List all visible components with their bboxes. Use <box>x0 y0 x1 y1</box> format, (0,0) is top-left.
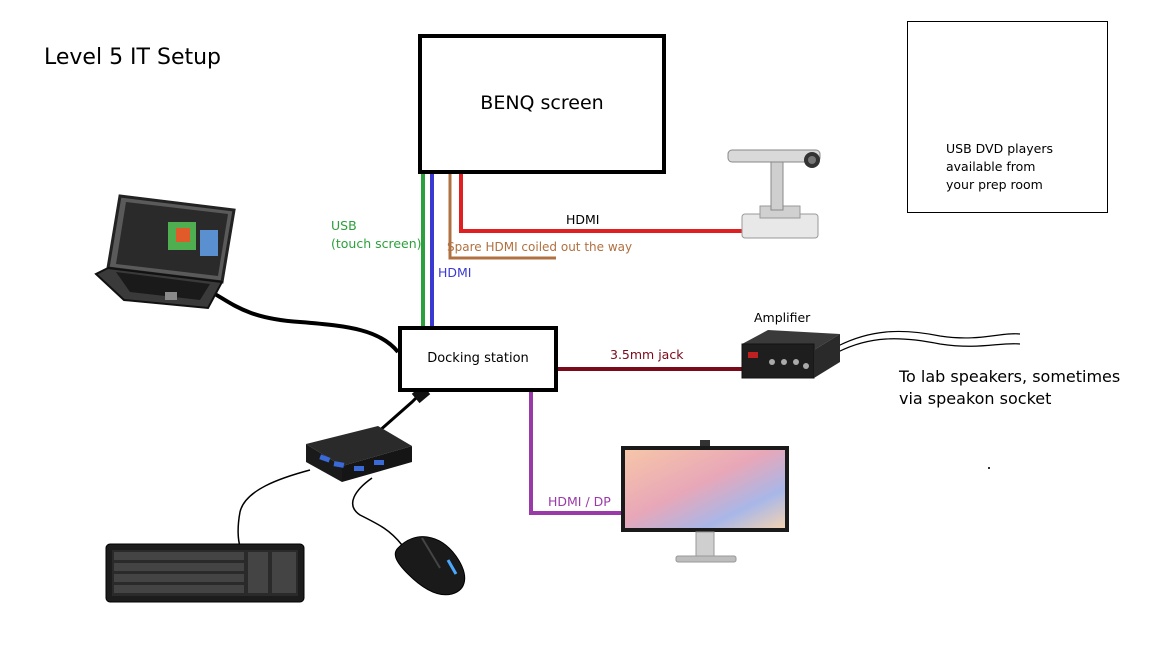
dvd-info-panel: USB DVD players available from your prep… <box>907 21 1108 213</box>
speakers-label: To lab speakers, sometimes via speakon s… <box>899 366 1120 410</box>
stray-dot <box>988 467 990 469</box>
mouse-icon <box>394 536 466 596</box>
dvd-line-1: USB DVD players <box>946 141 1053 156</box>
monitor-icon <box>621 440 789 563</box>
jack-cable-label: 3.5mm jack <box>610 347 684 362</box>
mouse-cable <box>351 477 403 546</box>
usb-cable-label: USB (touch screen) <box>331 217 422 253</box>
amplifier-icon <box>741 330 840 379</box>
usb-label-line-2: (touch screen) <box>331 236 422 251</box>
usb-hub-icon <box>306 426 412 482</box>
dvd-line-3: your prep room <box>946 177 1043 192</box>
laptop-cable <box>199 284 400 354</box>
dvd-line-2: available from <box>946 159 1036 174</box>
page-title: Level 5 IT Setup <box>44 45 222 70</box>
docking-station-label: Docking station <box>427 351 529 366</box>
speaker-cable-1 <box>837 330 1021 347</box>
amplifier-label: Amplifier <box>754 310 811 325</box>
docking-station-box: Docking station <box>398 326 558 392</box>
speakers-line-1: To lab speakers, sometimes <box>899 367 1121 386</box>
spare-hdmi-label: Spare HDMI coiled out the way <box>447 240 633 254</box>
hdmi-blue-label: HDMI <box>438 265 472 280</box>
speakers-line-2: via speakon socket <box>899 389 1052 408</box>
spare-hdmi-cable <box>448 170 556 260</box>
keyboard-cable <box>237 469 311 547</box>
benq-screen-box: BENQ screen <box>418 34 666 174</box>
hdmi-red-cable <box>459 170 742 233</box>
hdmi-red-label: HDMI <box>566 212 600 227</box>
hub-cable <box>377 394 420 434</box>
speaker-cable-2 <box>837 338 1021 353</box>
hdmi-dp-label: HDMI / DP <box>548 494 611 509</box>
dvd-info-text: USB DVD players available from your prep… <box>946 140 1053 194</box>
benq-screen-label: BENQ screen <box>480 92 604 114</box>
keyboard-icon <box>105 543 305 603</box>
laptop-icon <box>94 194 236 310</box>
hdmi-dp-cable <box>529 386 623 515</box>
usb-label-line-1: USB <box>331 218 357 233</box>
document-camera-icon <box>727 149 821 239</box>
